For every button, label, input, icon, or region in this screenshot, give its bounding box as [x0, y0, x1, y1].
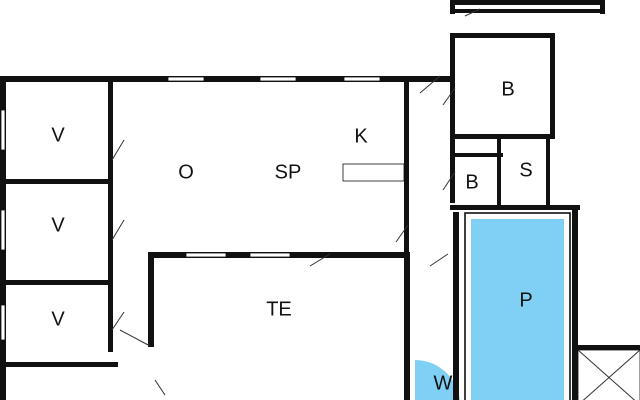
room-label-dining: SP [275, 161, 302, 183]
room-label-kitchen: K [354, 125, 368, 147]
doors [111, 8, 481, 396]
windows [0, 76, 381, 341]
room-label-terrace: TE [266, 298, 292, 320]
room-label-pool: P [519, 289, 532, 311]
room-label-living: O [178, 161, 194, 183]
room-label-bathroom-1: B [501, 78, 514, 100]
whirlpool-area [415, 360, 460, 400]
kitchen-counter [342, 163, 405, 182]
pool-area [471, 219, 564, 400]
room-label-bathroom-2: B [465, 171, 478, 193]
room-label-bedroom-1: V [51, 124, 65, 146]
room-label-bedroom-2: V [51, 214, 65, 236]
room-label-sauna: S [519, 159, 532, 181]
room-label-whirlpool: W [434, 372, 453, 394]
room-label-bedroom-3: V [51, 308, 65, 330]
crossed-box [577, 349, 640, 400]
